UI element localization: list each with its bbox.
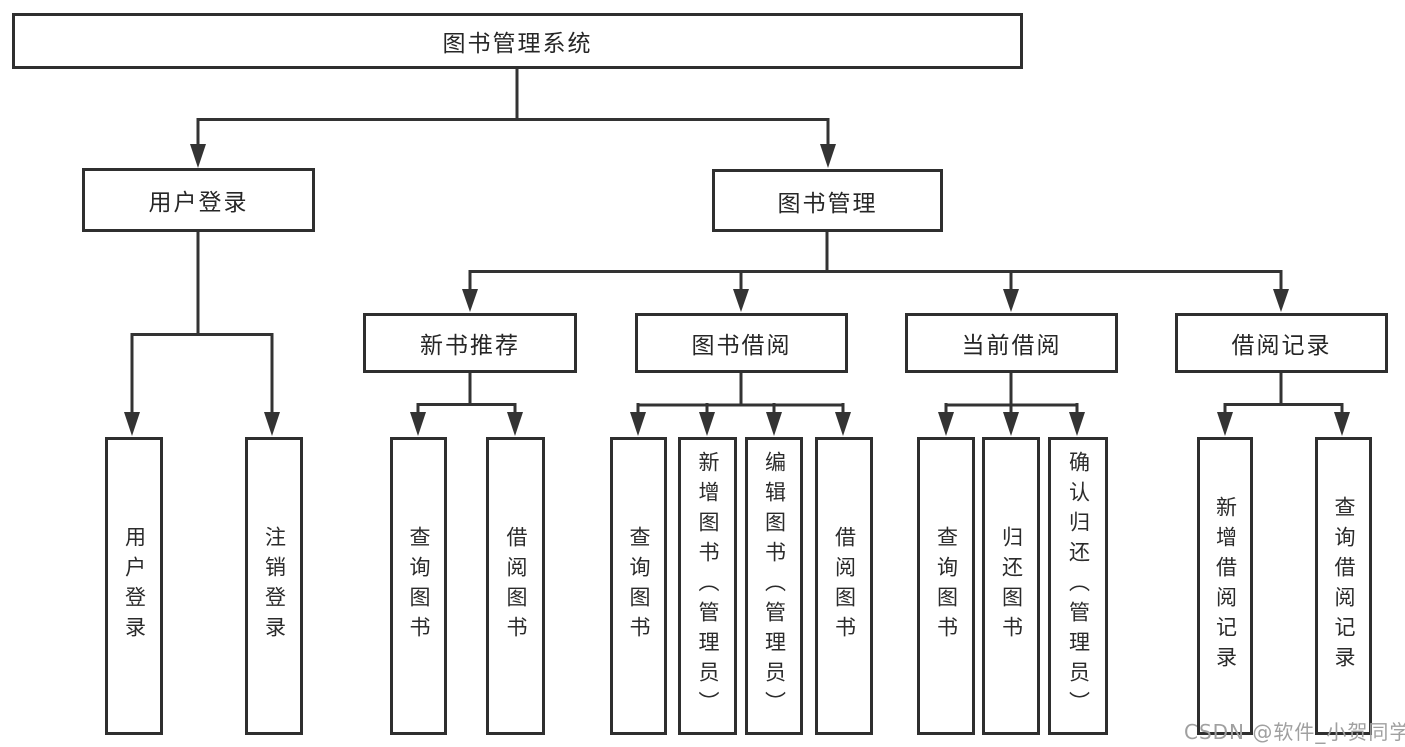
leaf-add-book-admin: 新增图书（管理员） xyxy=(678,437,737,735)
node-root-system: 图书管理系统 xyxy=(12,13,1023,69)
connector-current-children xyxy=(938,373,1085,436)
connector-borrow-children xyxy=(630,373,851,436)
node-book-management: 图书管理 xyxy=(712,169,943,232)
node-book-borrow: 图书借阅 xyxy=(635,313,848,373)
connector-root-to-level2 xyxy=(190,69,836,168)
leaf-logout: 注销登录 xyxy=(245,437,303,735)
connector-user-login-children xyxy=(124,232,280,436)
leaf-query-books-1: 查询图书 xyxy=(390,437,447,735)
node-book-borrow-label: 图书借阅 xyxy=(691,333,792,359)
leaf-add-borrow-record: 新增借阅记录 xyxy=(1197,437,1253,735)
connector-new-books-children xyxy=(410,373,523,436)
leaf-query-borrow-record: 查询借阅记录 xyxy=(1315,437,1372,735)
leaf-query-books-2: 查询图书 xyxy=(610,437,667,735)
connector-book-mgmt-children xyxy=(462,232,1289,312)
leaf-confirm-return-admin: 确认归还（管理员） xyxy=(1048,437,1108,735)
node-new-book-recommend-label: 新书推荐 xyxy=(420,333,520,359)
node-borrow-records-label: 借阅记录 xyxy=(1231,333,1332,359)
connector-records-children xyxy=(1217,373,1350,436)
node-user-login-label: 用户登录 xyxy=(148,190,249,216)
node-book-management-label: 图书管理 xyxy=(777,190,878,217)
leaf-return-books: 归还图书 xyxy=(982,437,1040,735)
node-current-borrow-label: 当前借阅 xyxy=(961,333,1062,359)
csdn-watermark: CSDN @软件_小贺同学 xyxy=(1184,720,1405,744)
leaf-edit-book-admin: 编辑图书（管理员） xyxy=(745,437,803,735)
node-borrow-records: 借阅记录 xyxy=(1175,313,1388,373)
node-user-login: 用户登录 xyxy=(82,168,315,232)
leaf-borrow-books-1: 借阅图书 xyxy=(486,437,545,735)
leaf-user-login: 用户登录 xyxy=(105,437,163,735)
node-root-label: 图书管理系统 xyxy=(442,31,593,57)
leaf-borrow-books-2: 借阅图书 xyxy=(815,437,873,735)
node-current-borrow: 当前借阅 xyxy=(905,313,1118,373)
node-new-book-recommend: 新书推荐 xyxy=(363,313,577,373)
leaf-query-books-3: 查询图书 xyxy=(917,437,975,735)
